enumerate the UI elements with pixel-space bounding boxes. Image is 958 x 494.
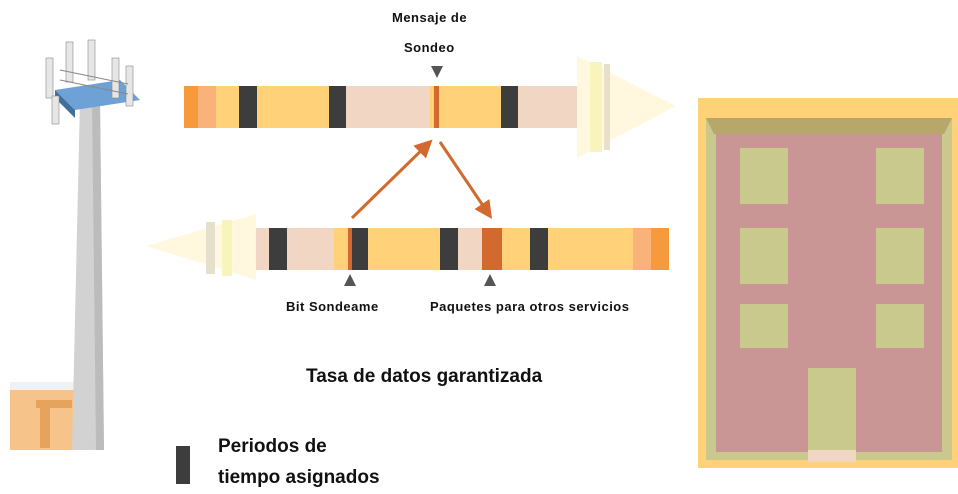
- other-service-packets-marker: [482, 228, 502, 270]
- window: [876, 148, 924, 204]
- poll-me-bit-label: Bit Sondeame: [286, 299, 379, 314]
- door: [808, 368, 856, 450]
- uplink-frame-arrow: [146, 214, 669, 280]
- window: [740, 304, 788, 348]
- downlink-segment: [346, 86, 430, 128]
- poll-message-label-line1: Mensaje de: [392, 10, 468, 25]
- cell-tower-icon: [10, 39, 140, 450]
- time-slot: [501, 86, 518, 128]
- downlink-frame-arrow: [184, 56, 676, 158]
- time-slot: [352, 228, 368, 270]
- poll-me-bit-marker: [348, 228, 352, 270]
- poll-message-label-line2: Sondeo: [404, 40, 455, 55]
- window: [740, 148, 788, 204]
- uplink-segment: [548, 228, 633, 270]
- uplink-segment: [458, 228, 482, 270]
- downlink-segment: [430, 86, 434, 128]
- legend-label-line1: Periodos de: [218, 436, 327, 457]
- downlink-segment: [257, 86, 329, 128]
- request-flow-arrow: [350, 139, 433, 220]
- uplink-segment: [633, 228, 651, 270]
- other-packets-pointer-icon: [484, 274, 496, 286]
- guaranteed-rate-title: Tasa de datos garantizada: [306, 366, 543, 387]
- uplink-segment: [334, 228, 348, 270]
- uplink-segment: [502, 228, 530, 270]
- window: [740, 228, 788, 284]
- uplink-segment: [256, 228, 269, 270]
- uplink-segment: [368, 228, 440, 270]
- time-slot: [329, 86, 346, 128]
- window: [876, 304, 924, 348]
- downlink-segment: [439, 86, 501, 128]
- time-slot: [440, 228, 458, 270]
- downlink-segment: [518, 86, 577, 128]
- legend-label-line2: tiempo asignados: [218, 467, 380, 488]
- time-slot: [530, 228, 548, 270]
- legend-swatch-icon: [176, 446, 190, 484]
- grant-flow-arrow: [438, 141, 493, 219]
- other-service-packets-label: Paquetes para otros servicios: [430, 299, 630, 314]
- uplink-arrowhead: [146, 214, 256, 280]
- window: [876, 228, 924, 284]
- poll-message-pointer-icon: [431, 66, 443, 78]
- downlink-segment: [216, 86, 239, 128]
- uplink-segment: [651, 228, 669, 270]
- poll-message-marker: [434, 86, 439, 128]
- downlink-segment: [184, 86, 198, 128]
- uplink-segment: [287, 228, 334, 270]
- poll-me-bit-pointer-icon: [344, 274, 356, 286]
- downlink-segment: [198, 86, 216, 128]
- time-slot: [269, 228, 287, 270]
- time-slot: [239, 86, 257, 128]
- building-icon: [698, 98, 958, 468]
